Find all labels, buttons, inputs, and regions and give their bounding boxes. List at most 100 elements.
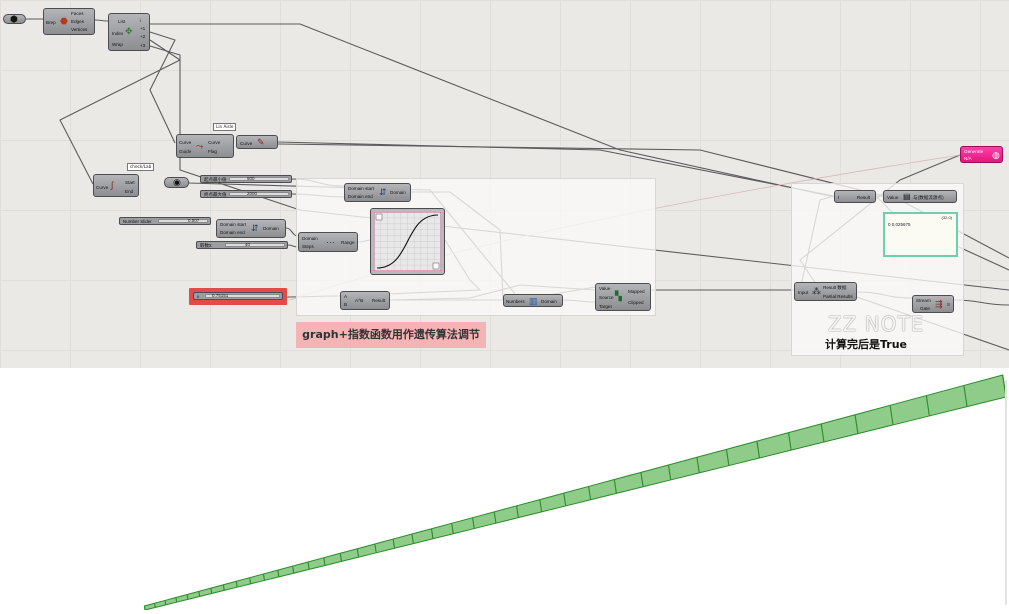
strip-segment-edge — [725, 449, 730, 466]
brep-input: Brep — [46, 20, 56, 25]
slider-top-b-track[interactable] — [229, 192, 289, 196]
strip-segment-edge — [292, 566, 295, 574]
component-remap[interactable]: Value Source Target ▚ Mapped Clipped — [595, 283, 651, 311]
curve-flag-in-guide: Guide — [179, 149, 192, 154]
gene-pool-icon: ⁂ — [812, 286, 821, 296]
strip-segment-edge — [356, 548, 360, 558]
component-pink-param[interactable]: Generate N/A ◍ — [960, 146, 1003, 163]
slider-top-a[interactable]: 起点最小值 500 — [200, 175, 292, 183]
slider-steps-track[interactable] — [225, 243, 285, 247]
component-domain-b[interactable]: Domain start Domain end ⇵ Domain — [216, 219, 286, 238]
curve-flag-out-curve: Curve — [208, 140, 221, 145]
slider-number-value: 0.007 — [188, 218, 200, 223]
gene-pool-in: Input — [798, 290, 809, 295]
slider-number[interactable]: Number Slider 0.007 — [119, 217, 211, 225]
curve-flag-out-flag: Flag — [208, 149, 217, 154]
strip-segment-edge — [175, 597, 178, 603]
slider-power-track[interactable] — [205, 294, 280, 298]
component-endpoints[interactable]: Curve ∫ Start End — [93, 174, 139, 197]
strip-segment-edge — [307, 561, 310, 570]
strip-segment-edge — [374, 543, 377, 553]
component-value[interactable]: Value ▤ 与(数据流源点) — [883, 190, 957, 203]
strip-segment-edge — [249, 577, 252, 584]
relay-in: I — [838, 195, 840, 200]
rhino-viewport[interactable] — [0, 368, 1009, 611]
power-in-b: B — [344, 302, 348, 307]
curve-flag-in-curve: Curve — [179, 140, 192, 145]
panel-text: 0 0.025675 — [888, 222, 911, 227]
endpoints-icon: ∫ — [111, 180, 114, 190]
preview-toggle[interactable]: ◉ — [164, 177, 189, 188]
strip-segment-edge — [339, 553, 343, 562]
panel-output[interactable]: (32,0) 0 0.025675 — [883, 212, 958, 257]
wire — [150, 23, 835, 198]
domain-b-in-end: Domain end — [220, 230, 245, 235]
brep-out-edges: Edges — [71, 19, 85, 24]
group-genepool[interactable] — [791, 183, 964, 356]
wire — [94, 19, 109, 22]
strip-segment-edge — [493, 511, 497, 524]
component-gene-pool[interactable]: Input ⁂ Result 数据 Partial Results — [794, 282, 857, 301]
strip-segment-edge — [235, 581, 238, 588]
remap-out-clipped: Clipped — [628, 300, 644, 305]
strip-segment-edge — [563, 493, 567, 507]
list-item-in-list: List — [118, 19, 126, 24]
gene-pool-out-partial: Partial Results — [823, 294, 853, 299]
stream-out: S — [947, 302, 951, 307]
strip-segment-edge — [613, 479, 617, 494]
panel-corner: (32,0) — [941, 215, 952, 220]
viewport-scrollbar[interactable] — [1005, 380, 1007, 605]
component-bounds[interactable]: Numbers ▥ Domain — [503, 294, 563, 307]
remap-in-target: Target — [599, 304, 612, 309]
range-in-domain: Domain — [302, 236, 318, 241]
strip-segment-edge — [889, 405, 894, 426]
component-range[interactable]: Domain Steps ⋯ Range — [298, 232, 358, 252]
watermark: ZZ NOTE — [828, 312, 925, 336]
component-curve-flag[interactable]: Curve Guide ⤳ Curve Flag — [176, 134, 234, 158]
domain-b-out: Domain — [263, 226, 279, 231]
graph-mapper[interactable] — [370, 208, 445, 275]
slider-top-a-track[interactable] — [229, 177, 289, 181]
domain-b-in-start: Domain start — [220, 222, 247, 227]
strip-surface — [143, 374, 1007, 611]
slider-number-track[interactable] — [158, 219, 208, 223]
slider-power[interactable]: x 0.75151 — [193, 292, 283, 300]
power-out: Result — [372, 298, 386, 303]
component-power[interactable]: A B A^B Result — [340, 291, 390, 310]
curve-pen-icon: ✎ — [257, 137, 265, 147]
endpoints-out-start: Start — [125, 180, 135, 185]
component-list-item[interactable]: List Index Wrap ✥ i +1 +2 +3 — [108, 13, 150, 51]
component-relay[interactable]: I Result — [834, 190, 876, 203]
strip-segment-edge — [588, 486, 592, 500]
graph-mapper-plot[interactable] — [374, 212, 441, 271]
graph-handle[interactable] — [432, 262, 440, 270]
strip-segment-edge — [854, 414, 859, 434]
relay-out: Result — [857, 195, 871, 200]
remap-in-source: Source — [599, 295, 614, 300]
pink-param-icon: ◍ — [992, 150, 1000, 160]
strip-segment-edge — [667, 464, 672, 481]
slider-power-label: x — [197, 294, 200, 299]
strip-segment-edge — [820, 423, 825, 443]
endpoints-out-end: End — [125, 189, 134, 194]
component-brep[interactable]: Brep ⬣ Faces Edges Vertices — [43, 8, 95, 35]
value-label: 与(数据流源点) — [913, 195, 944, 200]
domain-a-in-start: Domain start — [348, 186, 375, 191]
brep-out-faces: Faces — [71, 11, 84, 16]
slider-number-label: Number Slider — [123, 219, 152, 224]
stream-icon: ⇶ — [935, 299, 943, 309]
curve-icon: ⤳ — [196, 141, 204, 151]
component-stream[interactable]: Stream Gate ⇶ S — [912, 295, 954, 313]
slider-top-b[interactable]: 终点最大值 2000 — [200, 190, 292, 198]
slider-steps[interactable]: 取数Σ 40 — [196, 241, 288, 249]
component-domain-a[interactable]: Domain start Domain end ⇵ Domain — [344, 183, 411, 202]
strip-segment-edge — [640, 472, 644, 487]
component-curve-out[interactable]: Curve ✎ — [236, 135, 278, 149]
strip-segment-edge — [696, 457, 700, 473]
list-item-out-3: +3 — [140, 43, 146, 48]
graph-handle[interactable] — [375, 213, 383, 221]
endpoints-bubble: check/Lab — [127, 163, 155, 171]
range-out: Range — [341, 240, 355, 245]
grasshopper-canvas[interactable]: ⬢ Brep ⬣ Faces Edges Vertices List Index… — [0, 0, 1009, 368]
capsule-start[interactable]: ⬢ — [3, 14, 26, 24]
